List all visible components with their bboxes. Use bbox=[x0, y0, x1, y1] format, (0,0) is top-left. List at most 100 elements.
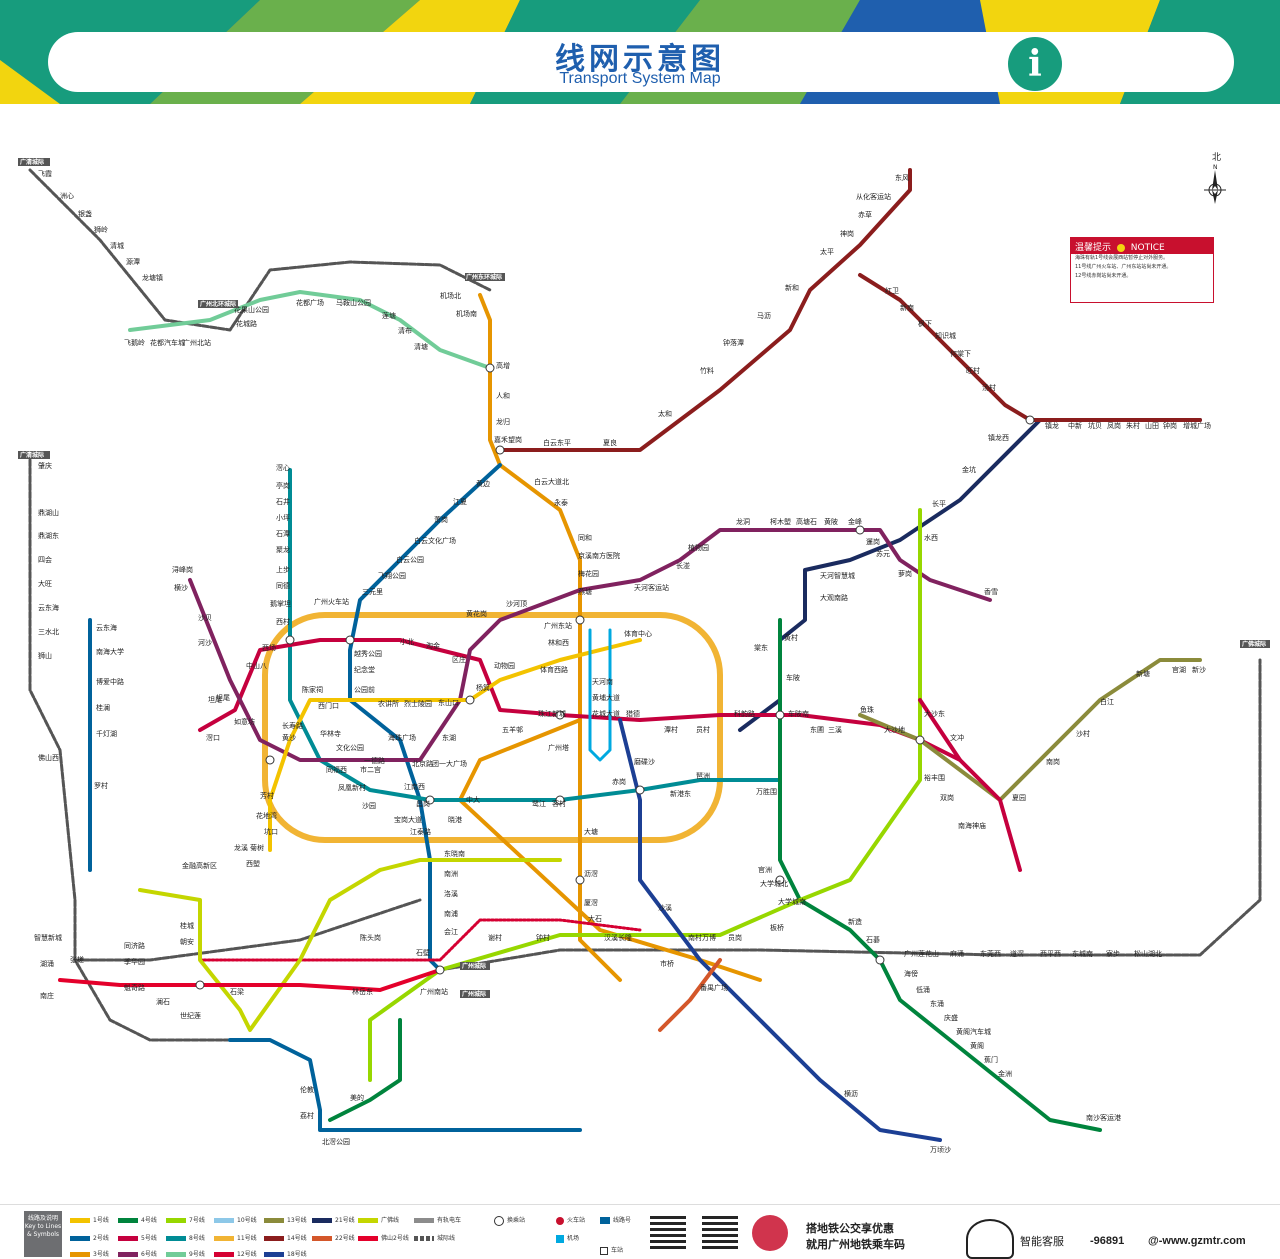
line-5 bbox=[198, 638, 962, 762]
station-label: 人和 bbox=[496, 391, 510, 400]
station-label: 飞翔公园 bbox=[378, 571, 406, 580]
station-label: 南浦 bbox=[444, 909, 458, 918]
station-marker[interactable] bbox=[435, 965, 445, 975]
line-swatch bbox=[312, 1236, 332, 1241]
website-link[interactable]: @-www.gzmtr.com bbox=[1148, 1235, 1246, 1247]
station-label: 香雪 bbox=[984, 587, 998, 596]
station-label: 纪念堂 bbox=[354, 665, 375, 674]
line-number-icon bbox=[600, 1217, 610, 1224]
station-label: 市桥 bbox=[660, 959, 674, 968]
station-label: 马鞍山公园 bbox=[336, 298, 371, 307]
station-marker[interactable] bbox=[495, 445, 505, 455]
station-label: 沙河顶 bbox=[506, 600, 527, 608]
intercity-east-ring-line bbox=[438, 658, 1262, 972]
station-label: 南沙客运港 bbox=[1086, 1113, 1121, 1122]
legend-line-label: 5号线 bbox=[141, 1235, 157, 1242]
notice-header: 温馨提示 NOTICE bbox=[1071, 238, 1213, 254]
station-marker[interactable] bbox=[555, 710, 565, 720]
station-marker[interactable] bbox=[555, 795, 565, 805]
station-label: 黄村 bbox=[784, 633, 798, 642]
station-label: 从化客运站 bbox=[856, 192, 891, 201]
station-marker[interactable] bbox=[775, 710, 785, 720]
station-marker[interactable] bbox=[575, 615, 585, 625]
line-swatch bbox=[70, 1218, 90, 1223]
station-label: 横沥 bbox=[844, 1089, 858, 1098]
station-label: 员岗 bbox=[728, 934, 742, 942]
legend-key-box: 线路及说明 Key to Lines & Symbols bbox=[24, 1211, 62, 1257]
station-label: 烈士陵园 bbox=[404, 699, 432, 708]
legend-line-label: 14号线 bbox=[287, 1235, 307, 1242]
station-label: 江夏 bbox=[453, 498, 467, 506]
info-icon[interactable]: i bbox=[1008, 37, 1062, 91]
station-label: 坑贝 bbox=[1088, 421, 1102, 430]
station-label: 东风 bbox=[895, 173, 909, 182]
station-label: 坦尾 bbox=[208, 695, 222, 704]
station-label: 鼎湖山 bbox=[38, 508, 59, 517]
station-marker[interactable] bbox=[635, 785, 645, 795]
station-marker[interactable] bbox=[195, 980, 205, 990]
station-label: 黄陂 bbox=[824, 517, 838, 526]
qr-code-icon[interactable] bbox=[702, 1213, 738, 1249]
line-22 bbox=[658, 958, 722, 1032]
station-marker[interactable] bbox=[575, 875, 585, 885]
station-label: 同济路 bbox=[124, 941, 145, 950]
station-label: 石井 bbox=[276, 497, 290, 506]
station-marker[interactable] bbox=[775, 875, 785, 885]
station-label: 黄阁 bbox=[970, 1041, 984, 1050]
station-label: 庆盛 bbox=[944, 1013, 958, 1022]
station-label: 知识城 bbox=[935, 331, 956, 340]
station-label: 沙溪 bbox=[658, 903, 672, 912]
station-label: 银盏 bbox=[78, 209, 92, 218]
smile-icon bbox=[1116, 243, 1125, 252]
hotline[interactable]: -96891 bbox=[1090, 1235, 1125, 1247]
station-label: 源潭 bbox=[126, 257, 140, 266]
qr-code-icon[interactable] bbox=[650, 1213, 686, 1249]
legend-line-item: 3号线 bbox=[70, 1249, 109, 1258]
region-tag: 广州北环城际 bbox=[200, 300, 236, 308]
station-label: 潭村 bbox=[664, 725, 678, 734]
legend-line-item: 21号线 bbox=[312, 1215, 355, 1224]
station-label: 桂城 bbox=[180, 921, 194, 930]
station-marker[interactable] bbox=[265, 755, 275, 765]
app-logo-icon[interactable] bbox=[752, 1215, 788, 1251]
station-marker[interactable] bbox=[345, 635, 355, 645]
station-marker[interactable] bbox=[285, 635, 295, 645]
robot-icon bbox=[966, 1219, 1014, 1259]
station-label: 双岗 bbox=[940, 794, 954, 802]
station-marker[interactable] bbox=[465, 695, 475, 705]
station-label: 棠东 bbox=[754, 643, 768, 652]
legend-line-item: 10号线 bbox=[214, 1215, 257, 1224]
station-label: 聚龙 bbox=[276, 545, 290, 554]
station-label: 博爱中路 bbox=[96, 677, 124, 686]
legend-symbol-item: 线路号 bbox=[600, 1215, 631, 1224]
station-label: 洛溪 bbox=[444, 889, 458, 898]
station-label: 西村 bbox=[276, 617, 290, 626]
station-marker[interactable] bbox=[875, 955, 885, 965]
station-label: 新港东 bbox=[670, 789, 691, 798]
station-marker[interactable] bbox=[485, 363, 495, 373]
station-label: 芳村 bbox=[260, 791, 274, 800]
station-label: 石碁 bbox=[866, 935, 880, 944]
station-marker[interactable] bbox=[855, 525, 865, 535]
station-label: 金峰 bbox=[848, 517, 862, 526]
station-marker[interactable] bbox=[1025, 415, 1035, 425]
station-label: 清塘 bbox=[414, 342, 428, 351]
line-3-west bbox=[458, 718, 762, 982]
station-label: 东湖 bbox=[442, 733, 456, 742]
station-label: 新南 bbox=[900, 303, 914, 312]
station-label: 天河客运站 bbox=[634, 583, 669, 592]
line-7 bbox=[368, 508, 922, 1082]
metro-map[interactable]: 东风 从化客运站 赤草 神岗 太平 新和 马沥 钟落潭 竹料 太和 白云东平 夏… bbox=[0, 104, 1280, 1204]
legend-line-label: 佛山2号线 bbox=[381, 1235, 409, 1242]
station-marker[interactable] bbox=[915, 735, 925, 745]
station-label: 上步 bbox=[276, 565, 290, 574]
station-label: 龙洞 bbox=[736, 517, 750, 526]
station-marker[interactable] bbox=[425, 795, 435, 805]
station-label: 夏园 bbox=[1012, 794, 1026, 802]
station-label: 文化公园 bbox=[336, 743, 364, 752]
station-label: 新和 bbox=[785, 283, 799, 292]
station-label: 汉溪长隆 bbox=[604, 933, 632, 942]
line-swatch bbox=[166, 1218, 186, 1223]
compass-icon: 北 N bbox=[1204, 152, 1226, 204]
station-label: 谢村 bbox=[488, 933, 502, 942]
